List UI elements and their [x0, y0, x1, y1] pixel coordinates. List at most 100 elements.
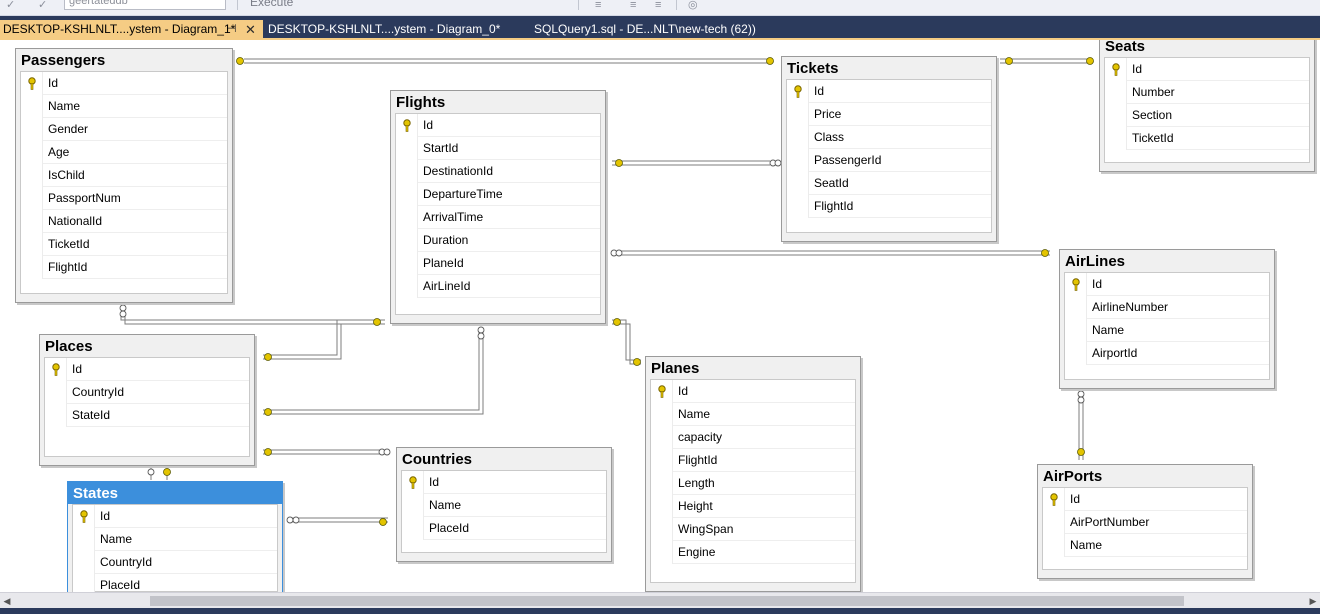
column-row[interactable]: Id: [21, 72, 227, 95]
column-row[interactable]: Name: [21, 95, 227, 118]
column-row[interactable]: SeatId: [787, 172, 991, 195]
column-grid: Id AirPortNumber Name: [1042, 487, 1248, 570]
column-row[interactable]: AirportId: [1065, 342, 1269, 365]
column-row[interactable]: CountryId: [73, 551, 277, 574]
column-row[interactable]: TicketId: [21, 233, 227, 256]
column-row[interactable]: StateId: [45, 404, 249, 427]
column-row[interactable]: Name: [1043, 534, 1247, 557]
table-title: AirPorts: [1043, 468, 1103, 485]
column-name: Id: [72, 362, 83, 376]
column-row[interactable]: PlaceId: [402, 517, 606, 540]
table-planes[interactable]: Planes Id Name capacity FlightId Length …: [645, 356, 861, 592]
column-row[interactable]: Age: [21, 141, 227, 164]
column-row[interactable]: WingSpan: [651, 518, 855, 541]
column-row[interactable]: Id: [45, 358, 249, 381]
indent-icon[interactable]: ≡: [630, 0, 637, 11]
table-passengers[interactable]: Passengers Id Name Gender Age IsChild Pa…: [15, 48, 233, 303]
column-name: Id: [814, 84, 825, 98]
column-row[interactable]: Id: [1043, 488, 1247, 511]
column-row[interactable]: Duration: [396, 229, 600, 252]
column-row[interactable]: CountryId: [45, 381, 249, 404]
table-states[interactable]: States Id Name CountryId PlaceId: [67, 481, 283, 592]
table-tickets[interactable]: Tickets Id Price Class PassengerId SeatI…: [781, 56, 997, 242]
column-grid: Id CountryId StateId: [44, 357, 250, 457]
table-airlines[interactable]: AirLines Id AirlineNumber Name AirportId: [1059, 249, 1275, 389]
close-icon[interactable]: ✕: [245, 22, 256, 37]
column-name: Section: [1132, 108, 1173, 122]
column-row[interactable]: Length: [651, 472, 855, 495]
column-row[interactable]: Id: [1105, 58, 1309, 81]
scrollbar-thumb[interactable]: [150, 596, 1184, 606]
outdent-icon[interactable]: ≡: [655, 0, 662, 11]
column-row[interactable]: AirLineId: [396, 275, 600, 298]
database-select[interactable]: geertateddb: [64, 0, 226, 10]
options-icon[interactable]: ◎: [688, 0, 698, 11]
toolbar-separator: [237, 0, 238, 10]
scroll-left-icon[interactable]: ◀: [3, 596, 11, 606]
scroll-right-icon[interactable]: ▶: [1309, 596, 1317, 606]
tab-sqlquery1[interactable]: SQLQuery1.sql - DE...NLT\new-tech (62)): [531, 20, 791, 39]
column-row[interactable]: AirPortNumber: [1043, 511, 1247, 534]
column-row[interactable]: Name: [651, 403, 855, 426]
pin-icon[interactable]: ⊣: [227, 23, 237, 35]
horizontal-scrollbar[interactable]: ◀ ▶: [0, 592, 1320, 608]
column-row[interactable]: StartId: [396, 137, 600, 160]
column-row[interactable]: PassengerId: [787, 149, 991, 172]
tab-diagram-1[interactable]: DESKTOP-KSHLNLT....ystem - Diagram_1* ⊣ …: [0, 20, 263, 39]
column-row[interactable]: capacity: [651, 426, 855, 449]
column-name: Name: [1092, 323, 1125, 337]
column-row[interactable]: Class: [787, 126, 991, 149]
table-title: Countries: [402, 451, 473, 468]
column-row[interactable]: ArrivalTime: [396, 206, 600, 229]
rel-flights-places-dest: [263, 328, 480, 411]
column-row[interactable]: PlaneId: [396, 252, 600, 275]
execute-button[interactable]: Execute: [250, 0, 294, 9]
column-name: DestinationId: [423, 164, 494, 178]
column-row[interactable]: Number: [1105, 81, 1309, 104]
column-row[interactable]: Id: [402, 471, 606, 494]
table-seats[interactable]: Seats Id Number Section TicketId: [1099, 40, 1315, 172]
column-row[interactable]: Id: [787, 80, 991, 103]
column-row[interactable]: Engine: [651, 541, 855, 564]
table-title: Flights: [396, 94, 446, 111]
comment-icon[interactable]: ≡: [595, 0, 602, 11]
column-row[interactable]: Height: [651, 495, 855, 518]
column-row[interactable]: Name: [1065, 319, 1269, 342]
column-row[interactable]: Id: [651, 380, 855, 403]
column-row[interactable]: Id: [396, 114, 600, 137]
column-name: Class: [814, 130, 845, 144]
column-row[interactable]: TicketId: [1105, 127, 1309, 150]
column-row[interactable]: Id: [73, 505, 277, 528]
parse-icon[interactable]: ✓: [38, 0, 48, 11]
column-row[interactable]: Id: [1065, 273, 1269, 296]
table-flights[interactable]: Flights Id StartId DestinationId Departu…: [390, 90, 606, 324]
tab-diagram-0[interactable]: DESKTOP-KSHLNLT....ystem - Diagram_0*: [265, 20, 515, 39]
column-row[interactable]: FlightId: [651, 449, 855, 472]
column-row[interactable]: Section: [1105, 104, 1309, 127]
column-row[interactable]: PlaceId: [73, 574, 277, 592]
column-row[interactable]: AirlineNumber: [1065, 296, 1269, 319]
column-grid: Id Number Section TicketId: [1104, 57, 1310, 163]
column-row[interactable]: Name: [73, 528, 277, 551]
column-name: AirportId: [1092, 346, 1138, 360]
column-row[interactable]: NationalId: [21, 210, 227, 233]
diagram-canvas[interactable]: Passengers Id Name Gender Age IsChild Pa…: [0, 40, 1320, 592]
column-row[interactable]: Name: [402, 494, 606, 517]
column-row[interactable]: FlightId: [21, 256, 227, 279]
column-row[interactable]: PassportNum: [21, 187, 227, 210]
column-row[interactable]: FlightId: [787, 195, 991, 218]
column-name: PlaneId: [423, 256, 464, 270]
document-tab-bar: DESKTOP-KSHLNLT....ystem - Diagram_1* ⊣ …: [0, 16, 1320, 39]
column-row[interactable]: Gender: [21, 118, 227, 141]
table-title: AirLines: [1065, 253, 1126, 270]
toolbar-separator: [578, 0, 579, 10]
table-countries[interactable]: Countries Id Name PlaceId: [396, 447, 612, 562]
column-name: Name: [678, 407, 711, 421]
column-row[interactable]: DestinationId: [396, 160, 600, 183]
table-airports[interactable]: AirPorts Id AirPortNumber Name: [1037, 464, 1253, 579]
column-row[interactable]: DepartureTime: [396, 183, 600, 206]
column-row[interactable]: IsChild: [21, 164, 227, 187]
debug-icon[interactable]: ✓: [6, 0, 16, 11]
table-places[interactable]: Places Id CountryId StateId: [39, 334, 255, 466]
column-row[interactable]: Price: [787, 103, 991, 126]
